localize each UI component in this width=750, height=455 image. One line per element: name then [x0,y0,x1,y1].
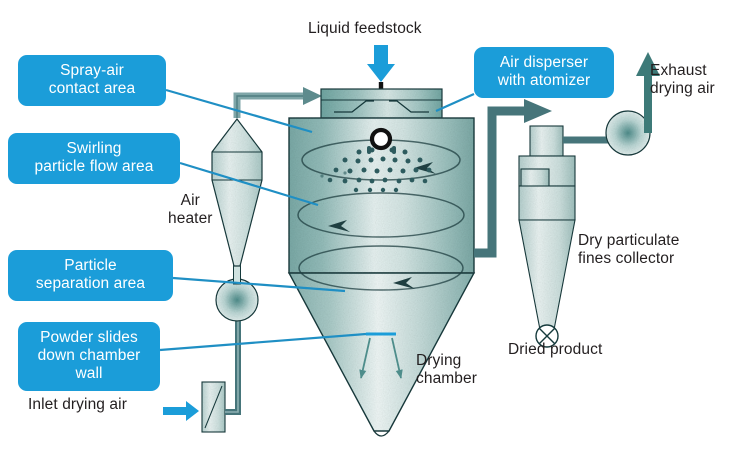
callout-leader-lines [159,88,475,352]
label-inlet-drying-air: Inlet drying air [28,396,127,413]
cyclone-separator [518,125,576,336]
leader-disperser [435,92,475,113]
leader-spray-air [165,88,313,134]
air-disperser-cap [320,88,443,119]
duct-fan-to-heater [233,263,241,285]
leader-powder [159,332,367,352]
supply-duct-lower [225,310,241,415]
label-dry-particulate-fines-collector: Dry particulate fines collector [578,232,680,267]
label-air-heater: Air heater [168,192,213,227]
leader-swirling [179,161,319,207]
label-liquid-feedstock: Liquid feedstock [308,20,422,37]
exhaust-fan [605,110,651,156]
liquid-feedstock-arrow [367,45,395,82]
label-dried-product: Dried product [508,341,603,358]
callout-particle-separation-area[interactable]: Particle separation area [8,250,173,301]
air-filter-box [201,381,226,433]
exhaust-drying-air-arrow [636,52,660,133]
callout-air-disperser-with-atomizer[interactable]: Air disperser with atomizer [474,47,614,98]
callout-spray-air-contact-area[interactable]: Spray-air contact area [18,55,166,106]
spray-droplets [320,146,432,193]
supply-fan [215,278,259,322]
label-exhaust-drying-air: Exhaust drying air [650,62,715,97]
powder-flow-arrows [359,332,403,379]
air-heater-vessel [211,118,263,267]
callout-swirling-particle-flow-area[interactable]: Swirling particle flow area [8,133,180,184]
dried-product-valve [535,324,559,348]
atomizer-wheel [369,127,393,151]
leader-particle-sep [172,276,346,293]
drying-chamber-cone [287,272,476,437]
label-drying-chamber: Drying chamber [416,352,478,387]
callout-powder-slides-down-chamber-wall[interactable]: Powder slides down chamber wall [18,322,160,391]
inlet-drying-air-arrow [163,401,199,421]
exhaust-duct-to-cyclone [474,99,552,258]
